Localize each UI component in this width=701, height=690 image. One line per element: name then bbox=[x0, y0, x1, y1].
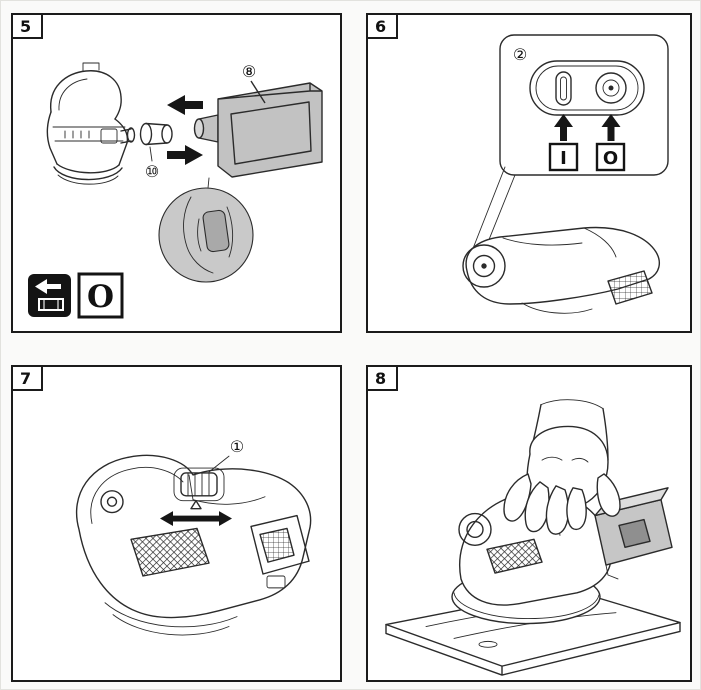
switch-off-indicator: O bbox=[77, 272, 124, 319]
arrow-right-icon bbox=[167, 145, 203, 165]
detail-inset bbox=[158, 177, 254, 283]
switch-on-slot bbox=[555, 71, 572, 106]
sander-top-illustration bbox=[75, 454, 312, 636]
dust-box-illustration bbox=[193, 80, 323, 178]
sander-illustration bbox=[46, 62, 136, 185]
callout-dust-outlet: ⑩ bbox=[145, 162, 159, 181]
step-6-illustration: ② I O bbox=[462, 34, 669, 314]
exhaust-grille bbox=[607, 270, 653, 305]
step-5-illustration: ⑩ ⑧ bbox=[28, 62, 323, 319]
switch-on-label: I bbox=[560, 148, 567, 169]
arrow-left-icon bbox=[167, 95, 203, 115]
switch-off-button bbox=[595, 72, 627, 104]
step-number-8: 8 bbox=[368, 367, 398, 391]
step-panel-7: 7 bbox=[11, 365, 342, 682]
switch-off-label: O bbox=[87, 279, 114, 315]
triangle-marker-icon bbox=[190, 500, 202, 510]
step-number-5: 5 bbox=[13, 15, 43, 39]
battery-pack bbox=[250, 514, 310, 589]
exhaust-grille bbox=[130, 527, 210, 577]
callout-switch: ② bbox=[513, 45, 527, 64]
step-number-6: 6 bbox=[368, 15, 398, 39]
double-arrow-icon bbox=[160, 511, 232, 526]
speed-switch bbox=[180, 472, 218, 497]
exhaust-grille bbox=[486, 538, 543, 574]
sander-body-illustration bbox=[462, 226, 661, 314]
callout-speed-switch: ① bbox=[230, 437, 244, 456]
eject-dust-box-icon bbox=[28, 274, 71, 317]
step-8-illustration bbox=[385, 399, 681, 676]
arrow-up-icon bbox=[554, 114, 573, 141]
step-number-7: 7 bbox=[13, 367, 43, 391]
switch-off-label: O bbox=[603, 148, 618, 169]
step-panel-5: 5 bbox=[11, 13, 342, 333]
switch-detail-inset: ② I O bbox=[499, 34, 669, 176]
callout-dust-box: ⑧ bbox=[242, 62, 256, 81]
step-panel-6: 6 ② I O bbox=[366, 13, 692, 333]
step-panel-8: 8 bbox=[366, 365, 692, 682]
arrow-up-icon bbox=[601, 114, 621, 141]
hand-illustration bbox=[503, 399, 621, 535]
step-7-illustration: ① bbox=[75, 437, 312, 636]
dust-outlet-adapter bbox=[139, 122, 173, 162]
